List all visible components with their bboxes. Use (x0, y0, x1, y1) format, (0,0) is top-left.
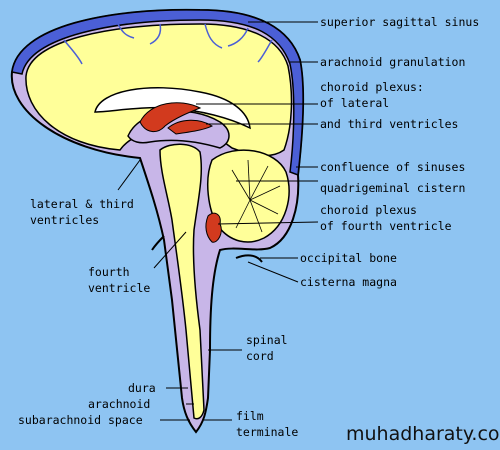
leader-lines (117, 21, 319, 421)
label-occipital-bone: occipital bone (300, 251, 397, 265)
brainstem (159, 143, 205, 420)
label-fourth-ventricle-line2: ventricle (88, 281, 150, 295)
label-cisterna-magna: cisterna magna (300, 275, 397, 289)
label-confluence-of-sinuses: confluence of sinuses (320, 160, 465, 174)
label-lateral-third-ventricles-line1: lateral & third (30, 197, 134, 211)
label-film-terminale-line2: terminale (236, 425, 298, 439)
label-quadrigeminal-cistern: quadrigeminal cistern (320, 181, 465, 195)
label-film-terminale-line1: film (236, 409, 264, 423)
label-lateral-third-ventricles-line2: ventricles (30, 213, 99, 227)
label-spinal-cord-line2: cord (246, 349, 274, 363)
watermark: muhadharaty.com (346, 423, 500, 445)
choroid-plexus-lateral (139, 102, 202, 132)
label-choroid-plexus-lateral-line1: choroid plexus: (320, 80, 424, 94)
label-fourth-ventricle-line1: fourth (88, 265, 130, 279)
choroid-plexus-fourth (205, 212, 222, 243)
cerebellum (207, 149, 290, 243)
label-arachnoid-granulation: arachnoid granulation (320, 55, 465, 69)
label-arachnoid: arachnoid (88, 397, 150, 411)
label-choroid-plexus-lateral-line2: of lateral (320, 96, 389, 110)
label-dura: dura (128, 381, 156, 395)
label-choroid-plexus-fourth-line2: of fourth ventricle (320, 219, 452, 233)
choroid-plexus-third (167, 119, 213, 135)
label-choroid-plexus-lateral-line3: and third ventricles (320, 117, 458, 131)
labels: superior sagittal sinus arachnoid granul… (18, 15, 479, 439)
label-spinal-cord-line1: spinal (246, 333, 288, 347)
label-superior-sagittal-sinus: superior sagittal sinus (320, 15, 479, 29)
superior-sagittal-sinus (11, 9, 304, 177)
label-subarachnoid-space: subarachnoid space (18, 413, 143, 427)
cerebral-sulci (63, 23, 273, 65)
brain-anatomy (10, 8, 305, 434)
skull-base-hook (151, 235, 165, 251)
occipital-bone (235, 254, 263, 263)
label-choroid-plexus-fourth-line1: choroid plexus (320, 203, 417, 217)
